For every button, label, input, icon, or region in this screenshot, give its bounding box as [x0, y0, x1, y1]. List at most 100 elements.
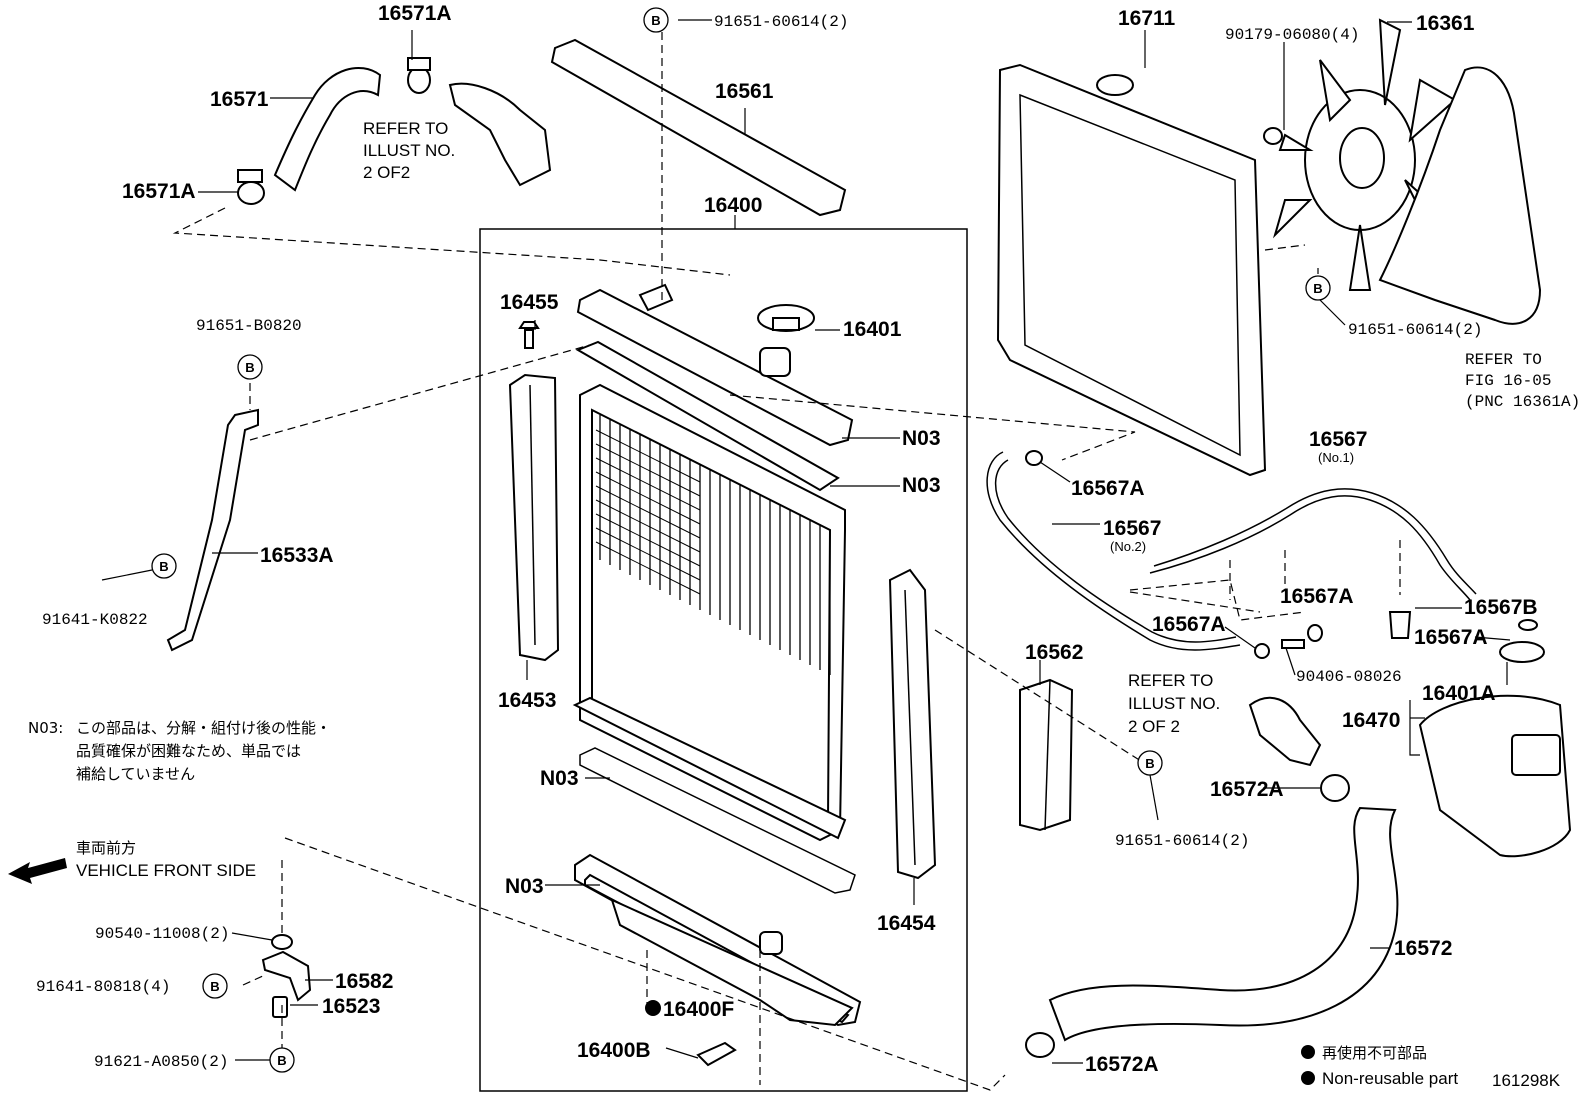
clamp-16571A-top — [407, 57, 431, 94]
circle-b-icon-3: B — [1305, 275, 1331, 301]
callout-91651-60614-right: 91651-60614(2) — [1348, 321, 1482, 339]
pad-16562 — [1019, 678, 1074, 832]
callout-16400B: 16400B — [577, 1039, 651, 1062]
callout-16533A: 16533A — [260, 544, 334, 567]
sublabel-no2: (No.2) — [1110, 539, 1146, 554]
radiator-cap-16401 — [757, 304, 815, 332]
circle-b-icon-4: B — [151, 553, 177, 579]
callout-16400F: 16400F — [663, 998, 734, 1021]
water-inlet-part — [1248, 696, 1322, 767]
dashed-guides — [172, 32, 1401, 1091]
circle-b-icon-6: B — [202, 973, 228, 999]
svg-text:B: B — [245, 360, 254, 375]
clip-16567B — [1388, 611, 1412, 639]
reservoir-cap-16401A — [1499, 641, 1545, 663]
callout-16711: 16711 — [1118, 7, 1176, 30]
fan-belt-outline — [1378, 66, 1542, 325]
callout-16401A: 16401A — [1422, 682, 1496, 705]
part-callouts: 16571A 16571 16571A 91651-60614(2) 16561… — [36, 2, 1538, 1076]
svg-text:N03:: N03: — [28, 719, 63, 737]
gasket-lower-part — [579, 747, 856, 894]
bolt-16523 — [272, 996, 288, 1018]
sublabel-no1: (No.1) — [1318, 450, 1354, 465]
svg-text:B: B — [1313, 281, 1322, 296]
callout-16567B: 16567B — [1464, 596, 1538, 619]
callout-16453: 16453 — [498, 689, 556, 712]
water-outlet-part — [448, 82, 552, 187]
callout-16571: 16571 — [210, 88, 269, 111]
svg-text:2 OF2: 2 OF2 — [363, 163, 410, 182]
svg-text:ILLUST NO.: ILLUST NO. — [363, 141, 455, 160]
callout-16567A-d: 16567A — [1414, 626, 1488, 649]
clip-16567A-c — [1307, 624, 1323, 642]
svg-text:この部品は、分解・組付け後の性能・: この部品は、分解・組付け後の性能・ — [76, 719, 331, 737]
leader-lines — [101, 19, 1511, 1064]
hose-16572 — [1048, 806, 1399, 1042]
svg-text:B: B — [1145, 756, 1154, 771]
callout-91621: 91621-A0850(2) — [94, 1053, 228, 1071]
clamp-16572A-b — [1025, 1032, 1055, 1058]
callout-16523: 16523 — [322, 995, 380, 1018]
legend: 再使用不可部品 Non-reusable part — [1301, 1044, 1458, 1088]
stay-16533A — [166, 408, 259, 652]
callout-16454: 16454 — [877, 912, 936, 935]
vehicle-front-indicator: 車両前方 VEHICLE FRONT SIDE — [8, 839, 256, 884]
upper-tank-part — [575, 283, 854, 492]
legend-en: Non-reusable part — [1322, 1069, 1458, 1088]
circle-b-icon-5: B — [1137, 750, 1163, 776]
svg-text:補給していません: 補給していません — [76, 765, 195, 783]
circle-b-icon-1: B — [643, 7, 669, 33]
assembly-box-16400 — [479, 228, 968, 1092]
legend-jp: 再使用不可部品 — [1322, 1044, 1427, 1062]
callout-16470: 16470 — [1342, 709, 1400, 732]
svg-text:REFER TO: REFER TO — [1465, 351, 1542, 369]
callout-N03-b: N03 — [902, 474, 941, 497]
callout-16567A-c: 16567A — [1152, 613, 1226, 636]
callout-91651-60614-top: 91651-60614(2) — [714, 13, 848, 31]
top-bracket-16561 — [550, 38, 847, 217]
callout-90540: 90540-11008(2) — [95, 925, 229, 943]
pin-90406 — [1281, 639, 1305, 649]
svg-text:REFER TO: REFER TO — [363, 119, 448, 138]
bolt-90179 — [1263, 127, 1283, 145]
callout-16567A-b: 16567A — [1280, 585, 1354, 608]
callout-91641-K0822: 91641-K0822 — [42, 611, 148, 629]
bolt-16455 — [518, 321, 540, 349]
callout-16567A-a: 16567A — [1071, 477, 1145, 500]
nut-90540 — [271, 934, 293, 950]
callout-N03-c: N03 — [540, 767, 579, 790]
callout-16572A-b: 16572A — [1085, 1053, 1159, 1076]
callout-90406: 90406-08026 — [1296, 668, 1402, 686]
callout-16400: 16400 — [704, 194, 762, 217]
svg-text:ILLUST NO.: ILLUST NO. — [1128, 694, 1220, 713]
callout-91651-60614-mid: 91651-60614(2) — [1115, 832, 1249, 850]
callout-16361: 16361 — [1416, 12, 1475, 35]
drain-plug-16400B — [696, 1041, 737, 1067]
clamp-16571A-left — [237, 169, 265, 205]
svg-text:B: B — [159, 559, 168, 574]
direction-en: VEHICLE FRONT SIDE — [76, 861, 256, 880]
circle-b-icon-2: B — [237, 354, 263, 380]
lower-tank-part — [574, 853, 862, 1027]
left-support-16453 — [508, 373, 560, 662]
bullet-dot-icon-legend-en — [1301, 1071, 1315, 1085]
callout-16571A-top: 16571A — [378, 2, 452, 25]
svg-text:B: B — [651, 13, 660, 28]
callout-16567-no1: 16567 — [1309, 428, 1367, 451]
callout-16455: 16455 — [500, 291, 559, 314]
svg-text:B: B — [210, 979, 219, 994]
callout-16561: 16561 — [715, 80, 774, 103]
hose-16567-no1 — [1149, 495, 1471, 601]
callout-16567-no2: 16567 — [1103, 517, 1161, 540]
clip-16567A-d — [1518, 619, 1538, 631]
callout-16572A-a: 16572A — [1210, 778, 1284, 801]
direction-jp: 車両前方 — [76, 839, 136, 857]
right-support-16454 — [888, 568, 937, 880]
clamp-16572A-a — [1320, 774, 1350, 802]
refer-note-top: REFER TO ILLUST NO. 2 OF2 — [363, 119, 455, 182]
hose-16571 — [273, 66, 382, 192]
svg-text:品質確保が困難なため、単品では: 品質確保が困難なため、単品では — [76, 742, 301, 760]
refer-note-mid: REFER TO ILLUST NO. 2 OF 2 — [1128, 671, 1220, 736]
circle-b-icon-7: B — [269, 1047, 295, 1073]
